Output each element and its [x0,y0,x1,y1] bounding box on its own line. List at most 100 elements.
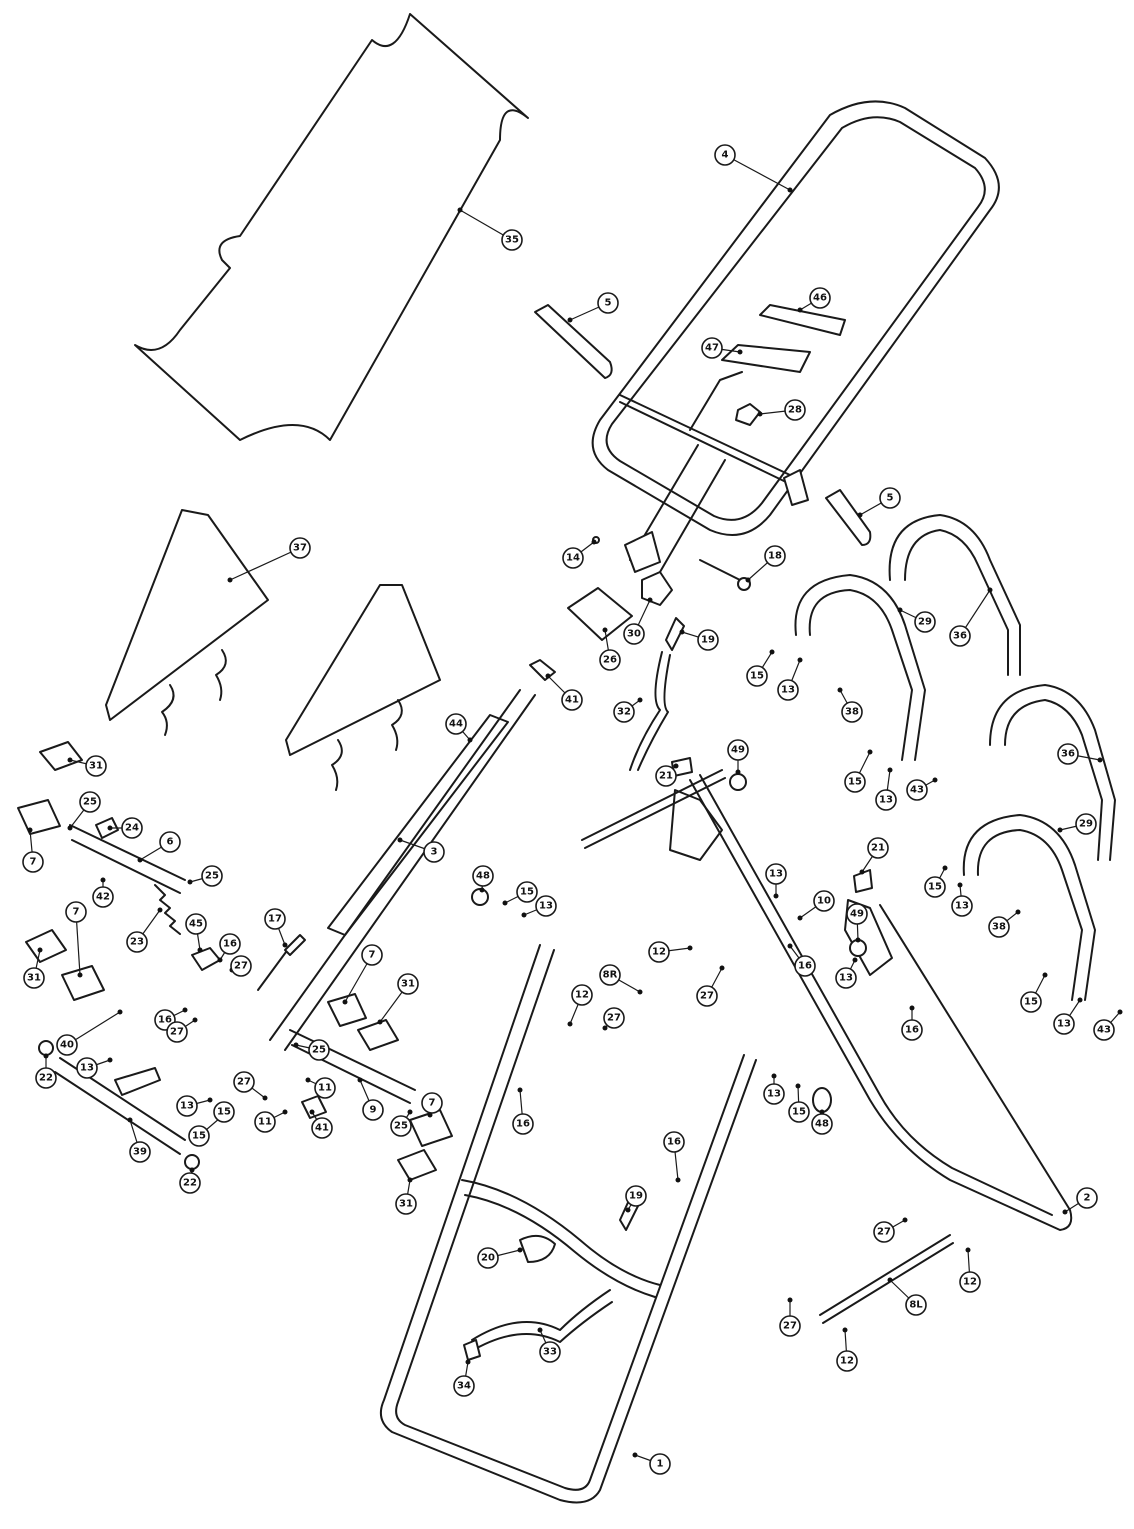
callout-11-b-ring [254,1111,276,1133]
callout-17-label: 17 [268,914,282,925]
callout-36-top-label: 36 [953,631,967,642]
callout-23: 23 [126,931,148,953]
callout-12-a: 12 [648,941,670,963]
callout-27-e-ring [233,1071,255,1093]
callout-31-d-anchor-dot [407,1177,413,1183]
callout-10: 10 [813,890,835,912]
part-23-spring [154,884,181,935]
callout-9-label: 9 [370,1105,377,1116]
callout-12-d-anchor-dot [842,1327,848,1333]
callout-21-b-ring [867,837,889,859]
callout-42-label: 42 [96,892,110,903]
callout-13-g-label: 13 [1057,1019,1071,1030]
callout-41-bottom-ring [311,1117,333,1139]
callout-15-e-label: 15 [1024,997,1038,1008]
callout-34: 34 [453,1375,475,1397]
callout-25-b: 25 [201,865,223,887]
callout-21-a-anchor-dot [673,763,679,769]
callout-22-a-anchor-dot [43,1053,49,1059]
callout-12-c: 12 [959,1271,981,1293]
callout-48-b-anchor-dot [819,1109,825,1115]
part-19-clip-top [665,617,685,651]
callout-16-a-ring [219,933,241,955]
callout-25-d-anchor-dot [407,1109,413,1115]
callout-27-f-anchor-dot [902,1217,908,1223]
callout-28-anchor-dot [757,411,763,417]
callout-45-label: 45 [189,919,203,930]
callout-43-a-label: 43 [910,785,924,796]
callout-17-ring [264,908,286,930]
callout-18-anchor-dot [745,577,751,583]
callout-12-c-anchor-dot [965,1247,971,1253]
callout-27-g-label: 27 [783,1321,797,1332]
callout-22-b: 22 [179,1172,201,1194]
callout-35: 35 [501,229,523,251]
callout-25-d: 25 [390,1115,412,1137]
callout-15-c: 15 [924,876,946,898]
callout-3-label: 3 [431,847,438,858]
callout-13-d-label: 13 [539,901,553,912]
part-33-strap [469,1289,613,1353]
callout-13-f: 13 [835,967,857,989]
callout-16-d-anchor-dot [909,1005,915,1011]
callout-13-h-ring [76,1057,98,1079]
callout-37: 37 [289,537,311,559]
callout-31-a-ring [85,755,107,777]
callout-15-g-anchor-dot [795,1083,801,1089]
callout-15-c-label: 15 [928,882,942,893]
callout-7-c-anchor-dot [342,999,348,1005]
callout-41-top: 41 [561,689,583,711]
callout-16-d: 16 [901,1019,923,1041]
callout-29-bottom-anchor-dot [1057,827,1063,833]
callout-36-top-ring [949,625,971,647]
callout-10-ring [813,890,835,912]
callout-4-ring [714,144,736,166]
callout-25-a-anchor-dot [67,825,73,831]
callout-25-b-label: 25 [205,871,219,882]
callout-17-anchor-dot [282,942,288,948]
callout-38-b: 38 [988,916,1010,938]
part-29-hook-top [794,574,926,761]
callout-41-top-label: 41 [565,695,579,706]
callout-25-a-label: 25 [83,797,97,808]
callout-13-b-label: 13 [879,795,893,806]
callout-46-ring [809,287,831,309]
callout-7-b: 7 [65,901,87,923]
callout-16-a-label: 16 [223,939,237,950]
callout-27-c: 27 [603,1007,625,1029]
callout-35-anchor-dot [457,207,463,213]
callout-26-label: 26 [603,655,617,666]
callout-21-a: 21 [655,765,677,787]
callout-23-ring [126,931,148,953]
callout-37-ring [289,537,311,559]
part-31-cap-b [25,929,67,963]
callout-40-ring [56,1034,78,1056]
callout-49-a-anchor-dot [735,769,741,775]
callout-31-b: 31 [23,967,45,989]
callout-49-a-ring [727,739,749,761]
callout-12-b-ring [571,984,593,1006]
callout-15-g-ring [788,1101,810,1123]
callout-10-anchor-dot [797,915,803,921]
callout-1-ring [649,1453,671,1475]
part-17-bolt [257,934,306,991]
callout-29-top-anchor-dot [897,607,903,613]
part-18-pin [699,559,741,581]
callout-44-ring [445,713,467,735]
callout-36-bottom: 36 [1057,743,1079,765]
callout-30-anchor-dot [647,597,653,603]
callout-31-c-label: 31 [401,979,415,990]
callout-15-d: 15 [516,881,538,903]
callout-41-top-ring [561,689,583,711]
callout-22-a-ring [35,1067,57,1089]
callout-25-c: 25 [308,1039,330,1061]
callout-29-bottom: 29 [1075,813,1097,835]
part-46-bracket [759,304,846,336]
callout-31-b-anchor-dot [37,947,43,953]
callout-15-d-ring [516,881,538,903]
callout-28-label: 28 [788,405,802,416]
callout-29-top: 29 [914,611,936,633]
callout-1: 1 [649,1453,671,1475]
callout-36-top-anchor-dot [987,587,993,593]
